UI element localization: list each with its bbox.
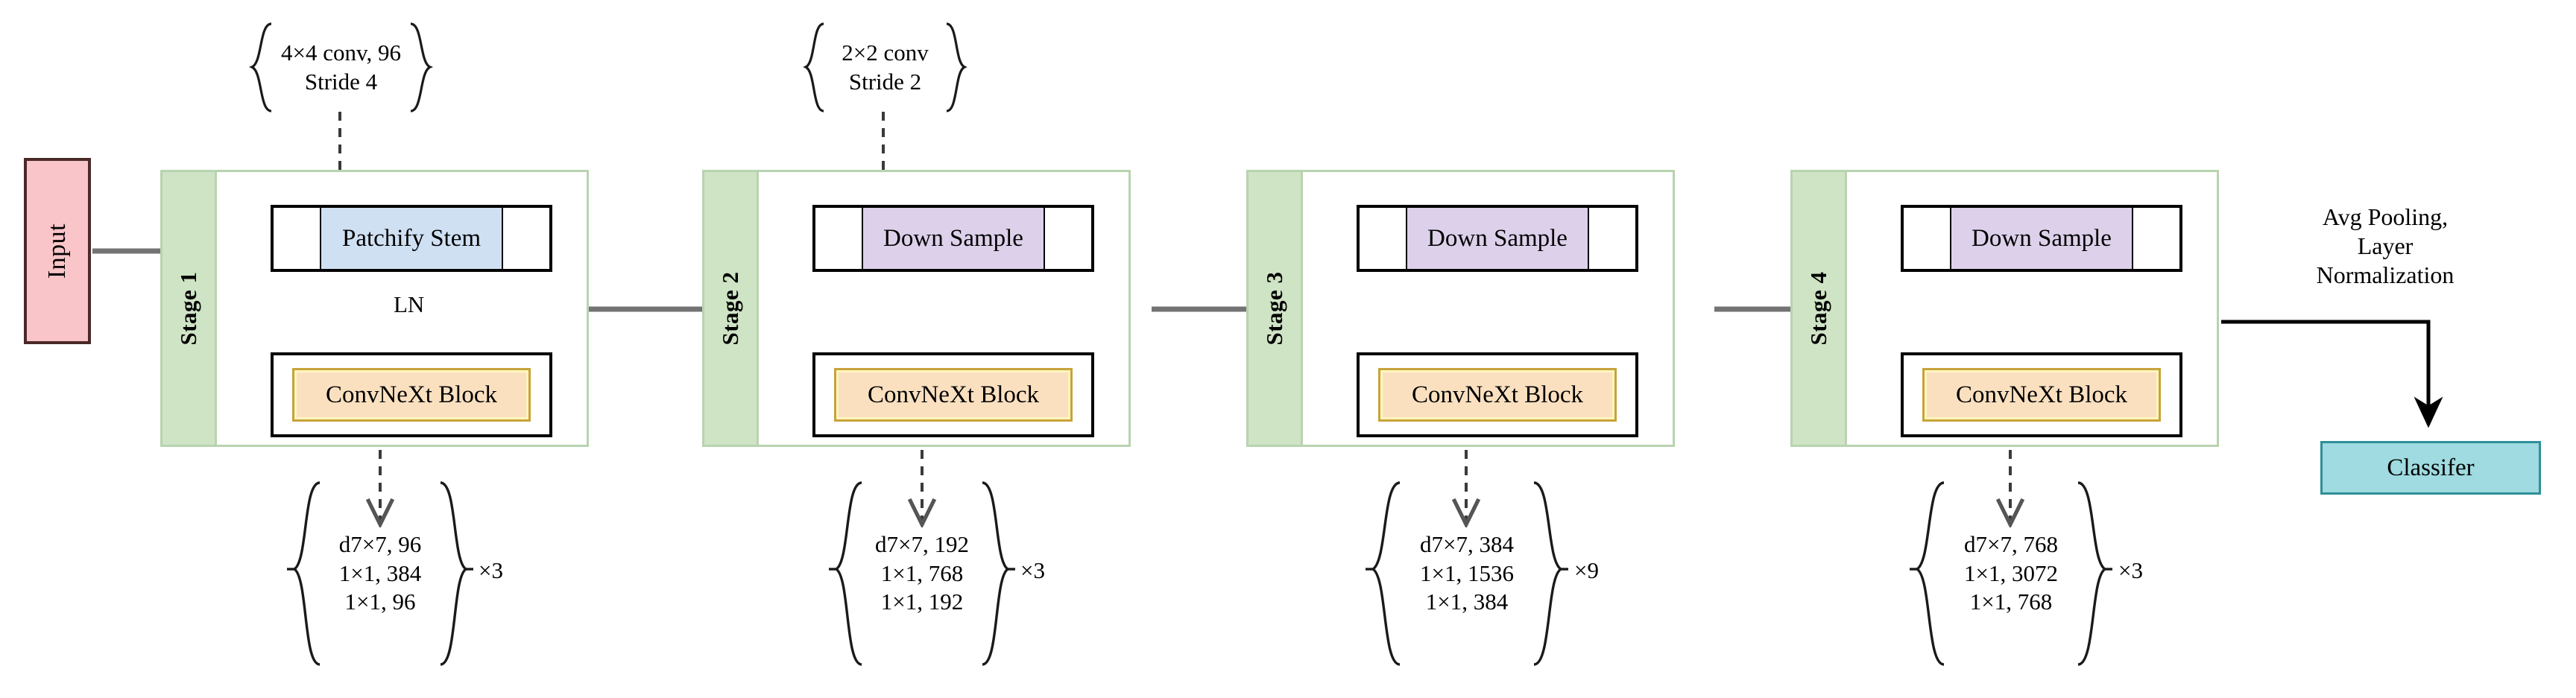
brace-line: d7×7, 768 [1964,530,2058,557]
stage-2-label: Stage 2 [717,271,743,346]
stage-1-repeat: ×3 [479,557,503,583]
stage-1-label: Stage 1 [175,271,201,346]
brace-line: Stride 4 [304,68,378,95]
ds3-left-pad [1360,208,1407,269]
brace-line: 1×1, 384 [338,559,422,586]
brace-line: 1×1, 384 [1425,588,1509,615]
stage-2-convnext-outer[interactable]: ConvNeXt Block [812,352,1094,437]
stage-4-bar: Stage 4 [1793,172,1847,445]
ds4-right-pad [2132,208,2179,269]
stage-3-downsample-label: Down Sample [1407,208,1588,269]
stage-4-bottom-brace: d7×7, 768 1×1, 3072 1×1, 768 [1910,477,2112,670]
stage-2-container[interactable]: Stage 2 Down Sample ConvNeXt Block [702,170,1131,447]
tail-line-2: Layer [2357,232,2414,260]
stage-4-downsample-box[interactable]: Down Sample [1901,205,2182,272]
brace-line: d7×7, 384 [1420,530,1514,557]
stage-2-bar: Stage 2 [704,172,759,445]
stage-4-downsample-label: Down Sample [1951,208,2132,269]
brace-line: 1×1, 192 [880,588,964,615]
stage-3-bar: Stage 3 [1248,172,1303,445]
stage-1-container[interactable]: Stage 1 Patchify Stem ConvNeXt Block LN [160,170,589,447]
stage-1-top-brace: 4×4 conv, 96 Stride 4 [246,21,436,114]
stage-4-convnext-outer[interactable]: ConvNeXt Block [1901,352,2182,437]
stage-1-convnext-outer[interactable]: ConvNeXt Block [271,352,552,437]
stage-4-convnext-label: ConvNeXt Block [1922,368,2161,422]
stage-1-bottom-brace-lines: d7×7, 96 1×1, 384 1×1, 96 [287,477,473,670]
brace-line: 1×1, 96 [344,588,416,615]
stem-left-pad [274,208,321,269]
input-label: Input [43,223,71,279]
stage-2-convnext-label: ConvNeXt Block [834,368,1073,422]
brace-line: 1×1, 768 [1969,588,2053,615]
stage-3-convnext-outer[interactable]: ConvNeXt Block [1357,352,1638,437]
stage-3-repeat: ×9 [1574,557,1599,583]
stage-1-convnext-label: ConvNeXt Block [292,368,531,422]
stage-2-downsample-label: Down Sample [863,208,1044,269]
patchify-stem-label: Patchify Stem [321,208,502,269]
stage-3-bottom-brace: d7×7, 384 1×1, 1536 1×1, 384 [1366,477,1568,670]
stage-1-bar: Stage 1 [162,172,217,445]
classifier-box[interactable]: Classifer [2320,441,2541,495]
patchify-stem-box[interactable]: Patchify Stem [271,205,552,272]
ds4-left-pad [1904,208,1951,269]
stage-1-bottom-brace: d7×7, 96 1×1, 384 1×1, 96 [287,477,473,670]
ds2-right-pad [1044,208,1091,269]
classifier-label: Classifer [2387,454,2475,481]
ds2-left-pad [815,208,863,269]
stage-4-container[interactable]: Stage 4 Down Sample ConvNeXt Block [1790,170,2219,447]
stage-3-bottom-brace-lines: d7×7, 384 1×1, 1536 1×1, 384 [1366,477,1568,670]
input-box[interactable]: Input [24,158,91,344]
ds3-right-pad [1588,208,1635,269]
stem-right-pad [502,208,549,269]
brace-line: 1×1, 768 [880,559,964,586]
stage-4-repeat: ×3 [2118,557,2143,583]
stage-3-convnext-label: ConvNeXt Block [1378,368,1617,422]
brace-line: 1×1, 1536 [1420,559,1514,586]
stage-2-repeat: ×3 [1020,557,1045,583]
brace-line: 1×1, 3072 [1964,559,2058,586]
tail-line-3: Normalization [2316,261,2455,289]
brace-line: 4×4 conv, 96 [281,39,401,66]
stage-3-container[interactable]: Stage 3 Down Sample ConvNeXt Block [1246,170,1675,447]
stage-2-downsample-box[interactable]: Down Sample [812,205,1094,272]
stage-3-downsample-box[interactable]: Down Sample [1357,205,1638,272]
avg-pooling-norm-text: Avg Pooling, Layer Normalization [2236,203,2534,290]
brace-line: 2×2 conv [842,39,929,66]
stage-1-top-brace-lines: 4×4 conv, 96 Stride 4 [246,21,436,114]
stage-2-bottom-brace-lines: d7×7, 192 1×1, 768 1×1, 192 [829,477,1015,670]
ln-label: LN [394,291,425,317]
stage-3-label: Stage 3 [1261,271,1287,346]
stage-4-bottom-brace-lines: d7×7, 768 1×1, 3072 1×1, 768 [1910,477,2112,670]
brace-line: Stride 2 [848,68,922,95]
brace-line: d7×7, 96 [338,530,422,557]
brace-line: d7×7, 192 [875,530,969,557]
stage-2-top-brace-lines: 2×2 conv Stride 2 [801,21,969,114]
stage-2-top-brace: 2×2 conv Stride 2 [801,21,969,114]
tail-line-1: Avg Pooling, [2322,203,2449,230]
stage-4-label: Stage 4 [1805,271,1831,346]
stage-2-bottom-brace: d7×7, 192 1×1, 768 1×1, 192 [829,477,1015,670]
